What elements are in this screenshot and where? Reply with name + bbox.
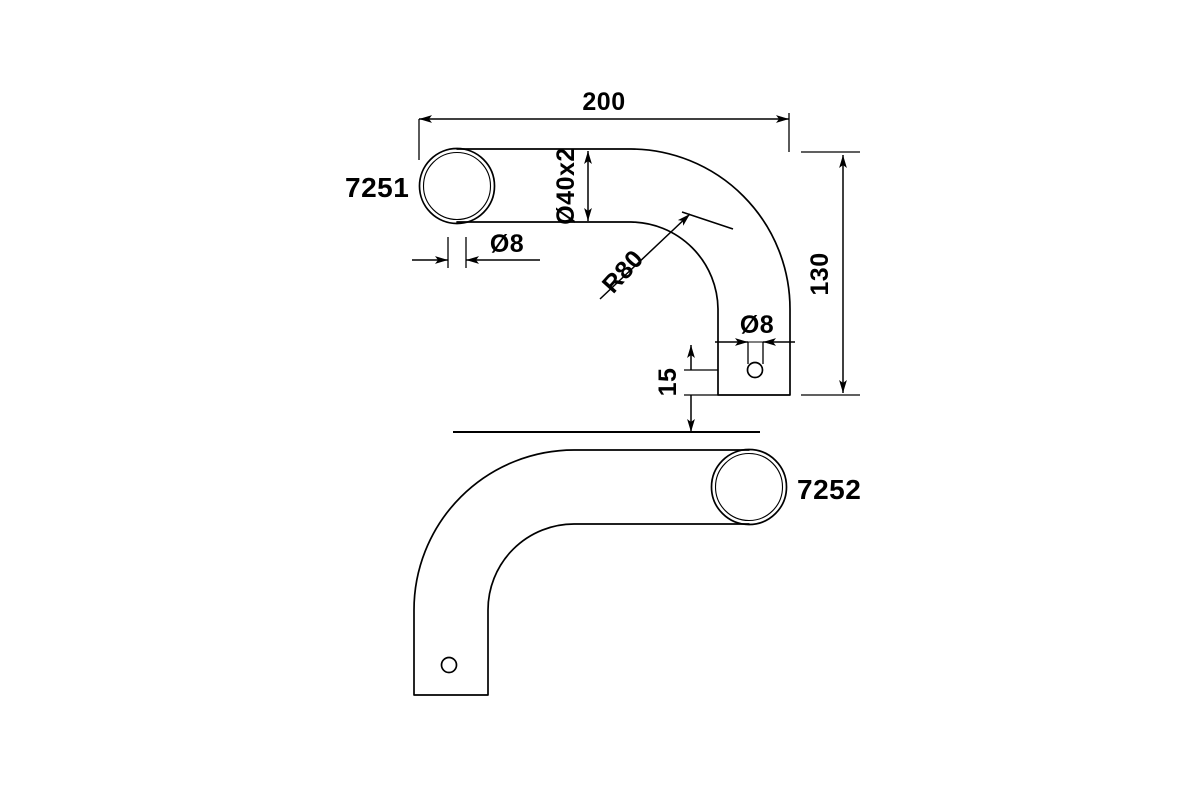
part-lower-7252 <box>413 448 788 696</box>
upper-mounting-hole <box>746 361 764 379</box>
dim-130-text: 130 <box>806 252 834 295</box>
dim-d8-side-text: Ø8 <box>740 311 774 339</box>
upper-pipe-outer-profile <box>456 148 791 396</box>
dimension-bend-radius: R80 <box>597 211 734 300</box>
upper-tube-end-outer-circle <box>418 147 496 225</box>
lower-mounting-hole <box>440 656 458 674</box>
dimension-tube-diameter: Ø40x2 <box>552 147 592 225</box>
dim-d8-left-text: Ø8 <box>490 230 524 258</box>
upper-tube-end-inner-circle <box>422 151 492 221</box>
dimension-wall-thickness: Ø8 <box>412 230 540 268</box>
lower-tube-end-outer-circle <box>710 448 788 526</box>
dim-d40-text: Ø40x2 <box>552 147 580 225</box>
dim-r80-leader <box>599 213 691 300</box>
dim-r80-tick <box>681 211 734 230</box>
dim-r80-text: R80 <box>597 245 650 299</box>
part-label-7252: 7252 <box>797 474 861 505</box>
dim-200-text: 200 <box>582 88 625 116</box>
part-label-7251: 7251 <box>345 172 409 203</box>
dimension-overall-length: 200 <box>418 88 790 160</box>
dim-15-text: 15 <box>654 368 682 397</box>
lower-tube-end-inner-circle <box>714 452 784 522</box>
dimension-overall-height: 130 <box>801 151 860 396</box>
dimension-hole-diameter-side: Ø8 <box>715 311 795 364</box>
lower-pipe-outer-profile <box>413 449 750 696</box>
dimension-hole-edge-distance: 15 <box>654 345 718 432</box>
